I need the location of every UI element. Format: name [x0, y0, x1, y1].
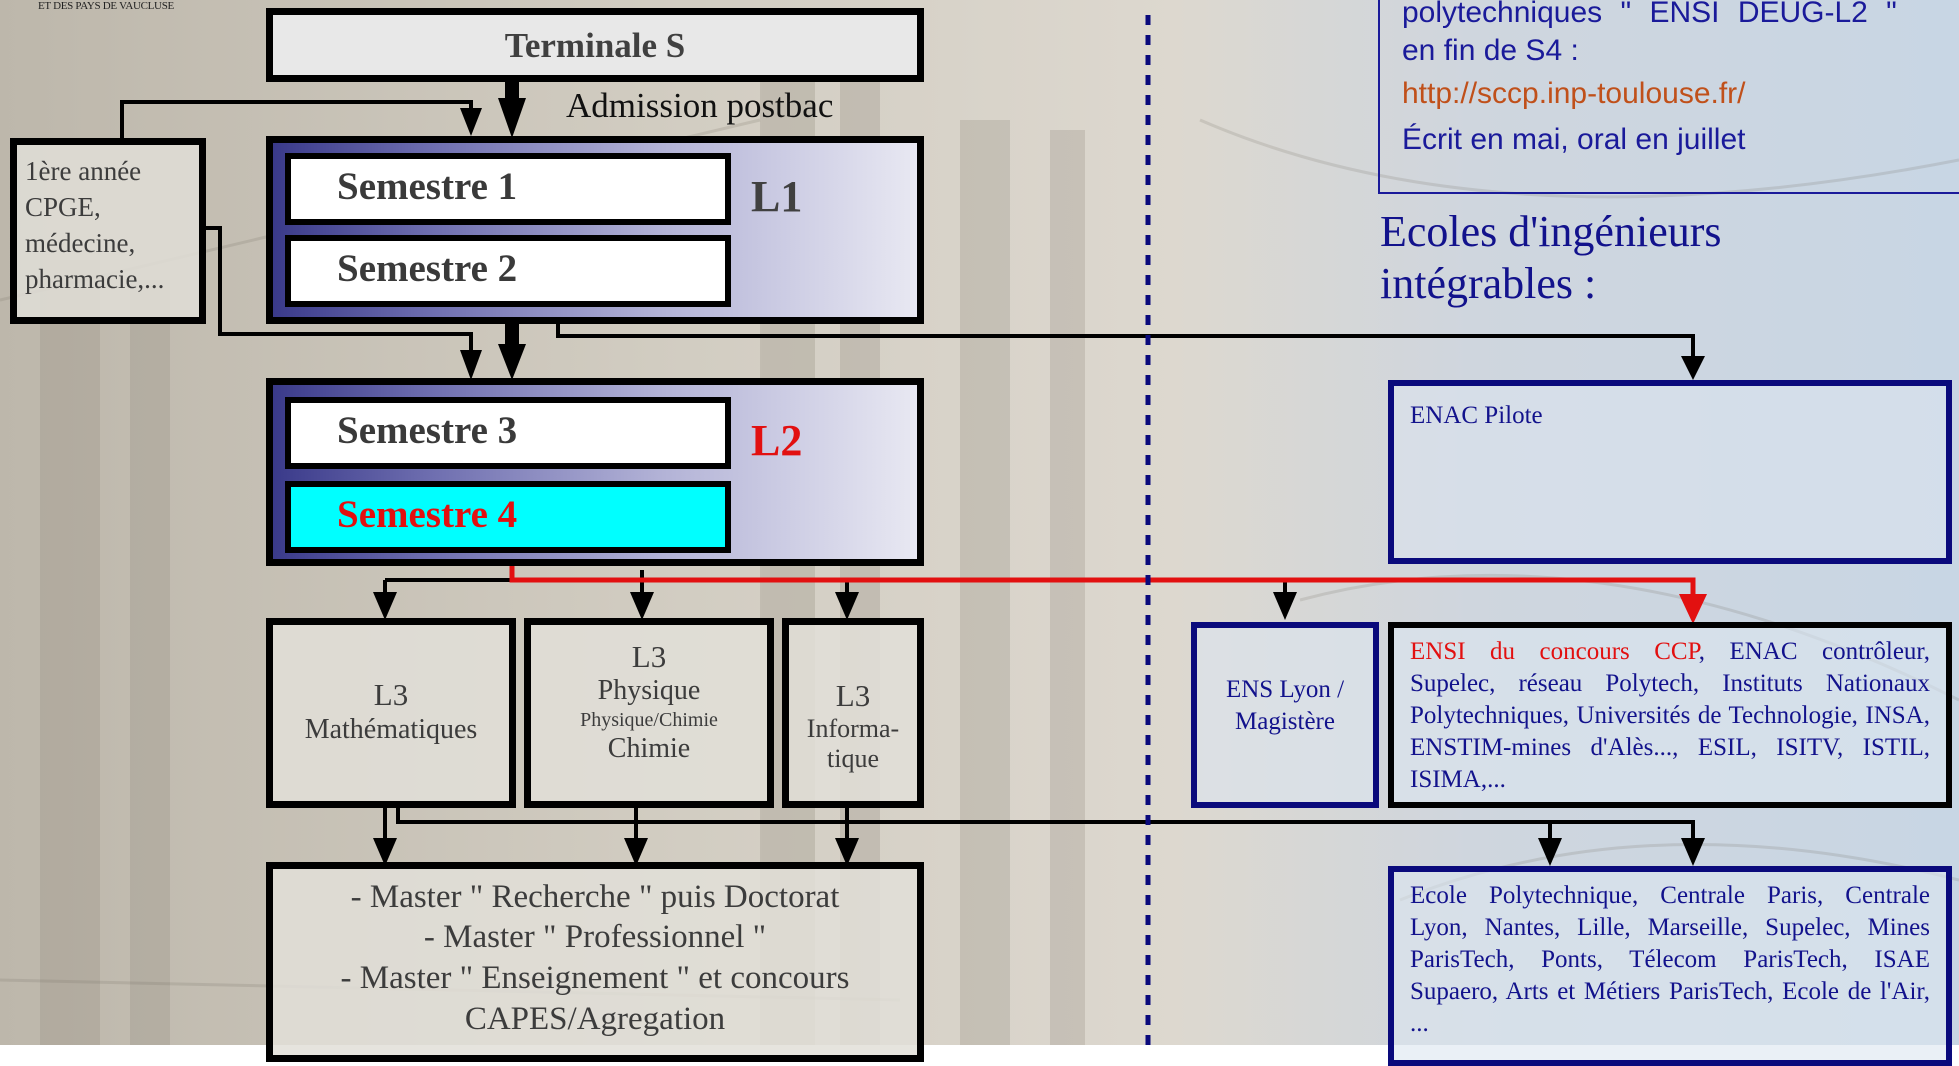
l2-block: Semestre 3 Semestre 4 L2 — [266, 378, 924, 566]
l1-label: L1 — [751, 172, 803, 221]
semestre-2-box: Semestre 2 — [285, 235, 731, 307]
concours-box: polytechniques " ENSI DEUG-L2 " en fin d… — [1378, 0, 1959, 194]
ecoles-title: Ecoles d'ingénieurs intégrables : — [1380, 206, 1722, 310]
side-box: 1ère année CPGE, médecine, pharmacie,... — [10, 138, 206, 324]
l1-block: Semestre 1 Semestre 2 L1 — [266, 136, 924, 324]
semestre-1-label: Semestre 1 — [337, 165, 518, 208]
l2-label: L2 — [751, 416, 803, 465]
concours-line-2: en fin de S4 : — [1402, 34, 1579, 67]
l3-info-name-2: tique — [827, 744, 879, 773]
concours-exam-dates: Écrit en mai, oral en juillet — [1402, 123, 1746, 156]
ecoles-title-line-2: intégrables : — [1380, 259, 1597, 308]
l3-phys-box: L3 Physique Physique/Chimie Chimie — [524, 618, 774, 808]
l3-phys-name: Physique — [597, 675, 701, 706]
enac-pilote-label: ENAC Pilote — [1410, 402, 1543, 429]
side-box-line-1: 1ère année — [25, 156, 142, 186]
concours-line-1: polytechniques " ENSI DEUG-L2 " — [1402, 0, 1897, 29]
semestre-3-box: Semestre 3 — [285, 397, 731, 469]
ens-lyon-label: ENS Lyon / Magistère — [1225, 676, 1345, 735]
capes-agregation: CAPES/Agregation — [464, 1001, 726, 1037]
semestre-2-label: Semestre 2 — [337, 247, 518, 290]
masters-box: - Master " Recherche " puis Doctorat - M… — [266, 862, 924, 1062]
concours-url[interactable]: http://sccp.inp-toulouse.fr/ — [1402, 77, 1746, 110]
grandes-ecoles-box: Ecole Polytechnique, Centrale Paris, Cen… — [1388, 866, 1952, 1066]
l3-phys-sub: Physique/Chimie — [580, 709, 718, 731]
l3-math-level: L3 — [373, 677, 409, 712]
side-box-line-2: CPGE, — [25, 192, 101, 222]
master-recherche: - Master " Recherche " puis Doctorat — [350, 879, 840, 915]
logo-caption: ET DES PAYS DE VAUCLUSE — [38, 0, 174, 12]
enac-pilote-box: ENAC Pilote — [1388, 380, 1952, 564]
semestre-4-box: Semestre 4 — [285, 481, 731, 553]
ensi-group-list: , ENAC contrôleur, Supelec, réseau Polyt… — [1410, 638, 1930, 793]
master-professionnel: - Master " Professionnel " — [423, 919, 767, 955]
l3-info-level: L3 — [835, 678, 871, 713]
l3-math-box: L3 Mathématiques — [266, 618, 516, 808]
semestre-3-label: Semestre 3 — [337, 409, 518, 452]
semestre-1-box: Semestre 1 — [285, 153, 731, 225]
ensi-group-box: ENSI du concours CCP, ENAC contrôleur, S… — [1388, 622, 1952, 808]
l3-info-name-1: Informa- — [806, 714, 900, 743]
l3-info-box: L3 Informa- tique — [782, 618, 924, 808]
semestre-4-label: Semestre 4 — [337, 493, 518, 536]
l3-math-name: Mathématiques — [304, 714, 478, 745]
l3-phys-level: L3 — [631, 639, 667, 674]
terminale-box: Terminale S — [266, 8, 924, 82]
side-box-line-4: pharmacie,... — [25, 264, 165, 294]
l3-chimie-name: Chimie — [607, 733, 691, 764]
grandes-ecoles-list: Ecole Polytechnique, Centrale Paris, Cen… — [1410, 882, 1930, 1037]
side-box-line-3: médecine, — [25, 228, 136, 258]
ens-lyon-box: ENS Lyon / Magistère — [1191, 622, 1379, 808]
admission-label: Admission postbac — [566, 86, 834, 125]
terminale-label: Terminale S — [504, 26, 686, 65]
ecoles-title-line-1: Ecoles d'ingénieurs — [1380, 207, 1722, 256]
master-enseignement: - Master " Enseignement " et concours — [340, 960, 850, 996]
ensi-ccp-label: ENSI du concours CCP — [1410, 638, 1699, 665]
